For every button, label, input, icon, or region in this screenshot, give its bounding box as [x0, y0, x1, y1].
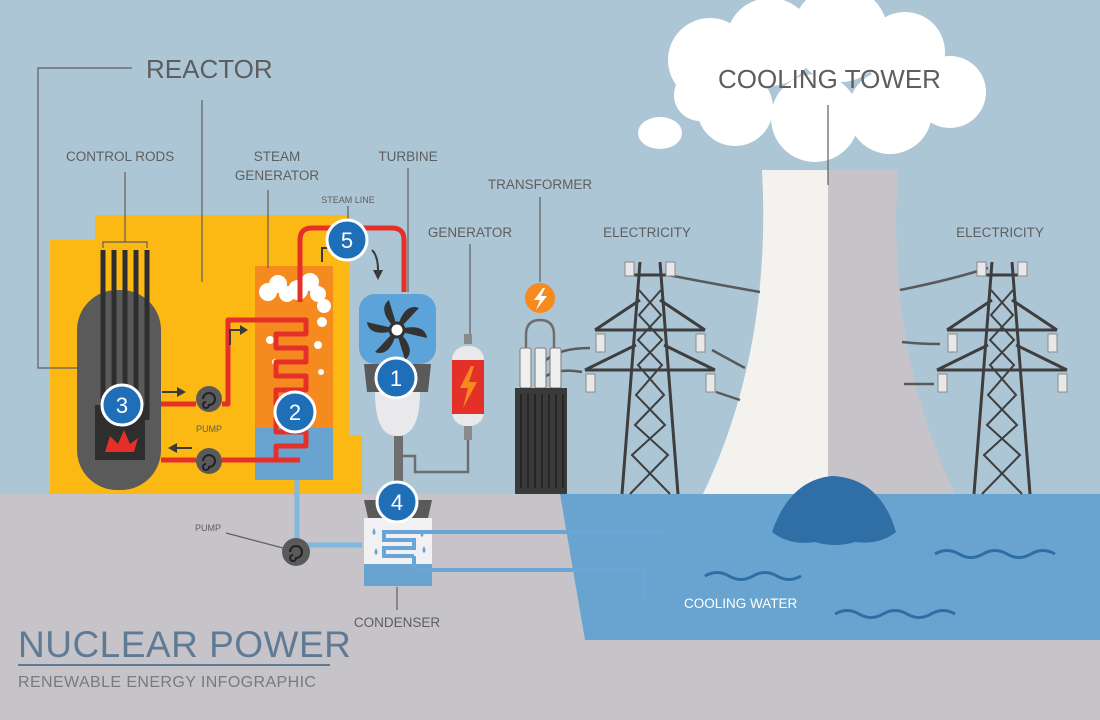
- control-rods-label: CONTROL RODS: [66, 149, 175, 164]
- electricity-label-right: ELECTRICITY: [956, 225, 1044, 240]
- pylon-right-insulators: [937, 261, 1068, 393]
- marker-5-label: 5: [341, 228, 353, 253]
- cooling-tower-right: [828, 170, 955, 494]
- generator-bolt-icon: [460, 366, 477, 408]
- turbine-bowl: [375, 392, 420, 436]
- transformer-loop: [524, 318, 556, 348]
- turbine-fan-icon: [366, 299, 428, 361]
- marker-1: 1: [374, 356, 418, 400]
- steam-generator-label-line1: STEAM: [253, 149, 301, 164]
- marker-2: 2: [273, 390, 317, 434]
- marker-5: 5: [325, 218, 369, 262]
- turbine-shaft: [394, 436, 403, 496]
- pylon-left-insulators: [585, 261, 716, 393]
- condensate-drops: [372, 528, 426, 555]
- control-rods-leader: [102, 172, 148, 248]
- marker-4: 4: [375, 480, 419, 524]
- generator-label: GENERATOR: [427, 225, 513, 240]
- pylon-left: [584, 261, 716, 495]
- steam-cloud: [638, 0, 986, 162]
- cooling-tower-label: COOLING TOWER: [718, 64, 941, 94]
- reactor-label: REACTOR: [146, 54, 273, 84]
- transformer-label: TRANSFORMER: [487, 177, 593, 192]
- cooling-water-label: COOLING WATER: [684, 596, 798, 611]
- condenser-label: CONDENSER: [353, 615, 441, 630]
- title-divider: [18, 664, 330, 666]
- cooling-water-spray: [772, 476, 896, 545]
- cooling-tower-left: [703, 170, 828, 494]
- pylon-right: [936, 261, 1068, 495]
- marker-3: 3: [100, 383, 144, 427]
- pump-label-upper: PUMP: [195, 424, 223, 434]
- feedwater-pump: [282, 538, 310, 566]
- marker-4-label: 4: [391, 490, 403, 515]
- marker-2-label: 2: [289, 400, 301, 425]
- condenser-water: [364, 564, 432, 586]
- primary-pump-upper: [196, 386, 222, 412]
- generator-cable: [403, 440, 470, 474]
- water-waves: [704, 549, 1056, 619]
- page-subtitle: RENEWABLE ENERGY INFOGRAPHIC: [18, 674, 317, 691]
- electricity-label-left: ELECTRICITY: [603, 225, 691, 240]
- feedwater-pump-leader: [225, 532, 284, 549]
- steam-generator-water: [255, 428, 333, 480]
- generator-top-cap: [464, 334, 472, 344]
- fission-spark-icon: [105, 430, 138, 452]
- electricity-bolt-icon: [534, 288, 547, 310]
- markers: 1 2 3 4 5: [100, 218, 419, 524]
- reactor-leader: [37, 67, 203, 369]
- transformer-fins: [520, 394, 564, 488]
- steam-line-label: STEAM LINE: [321, 195, 375, 205]
- marker-3-label: 3: [116, 393, 128, 418]
- cooling-water-loop: [382, 530, 666, 598]
- marker-1-label: 1: [390, 366, 402, 391]
- steam-generator-label-line2: GENERATOR: [234, 168, 320, 183]
- turbine-label: TURBINE: [378, 149, 438, 164]
- transformer-bushings: [519, 347, 562, 389]
- pump-label-lower: PUMP: [194, 523, 222, 533]
- primary-pump-lower: [196, 448, 222, 474]
- cooling-water-pond: [560, 494, 1100, 640]
- generator-bottom-cap: [464, 426, 472, 440]
- flow-arrows: [162, 247, 383, 453]
- page-title: NUCLEAR POWER: [18, 624, 352, 665]
